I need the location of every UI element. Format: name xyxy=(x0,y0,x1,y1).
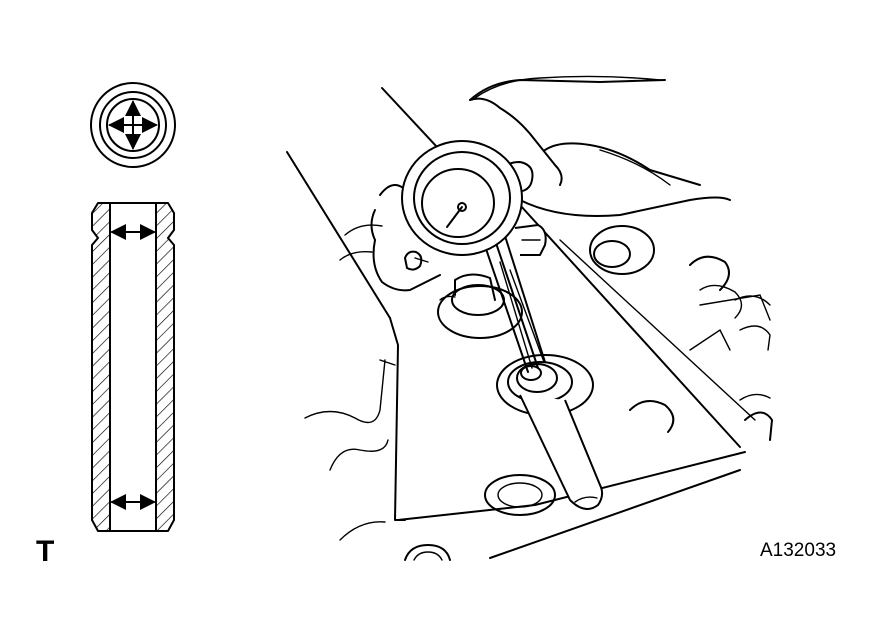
section-letter: T xyxy=(36,535,55,568)
bushing-cross-section xyxy=(91,202,175,532)
gauge-probe-rod xyxy=(483,235,546,373)
cylinder-head-outline xyxy=(286,87,756,559)
dial-gauge xyxy=(401,140,547,271)
head-casting-details xyxy=(379,294,771,366)
drawing-code: A132033 xyxy=(760,540,837,561)
installed-valve-guide xyxy=(496,354,604,510)
valve-ports xyxy=(404,225,773,561)
measurement-cross-arrows xyxy=(108,100,158,150)
bushing-top-view xyxy=(90,82,176,168)
adjacent-valve xyxy=(437,273,523,339)
